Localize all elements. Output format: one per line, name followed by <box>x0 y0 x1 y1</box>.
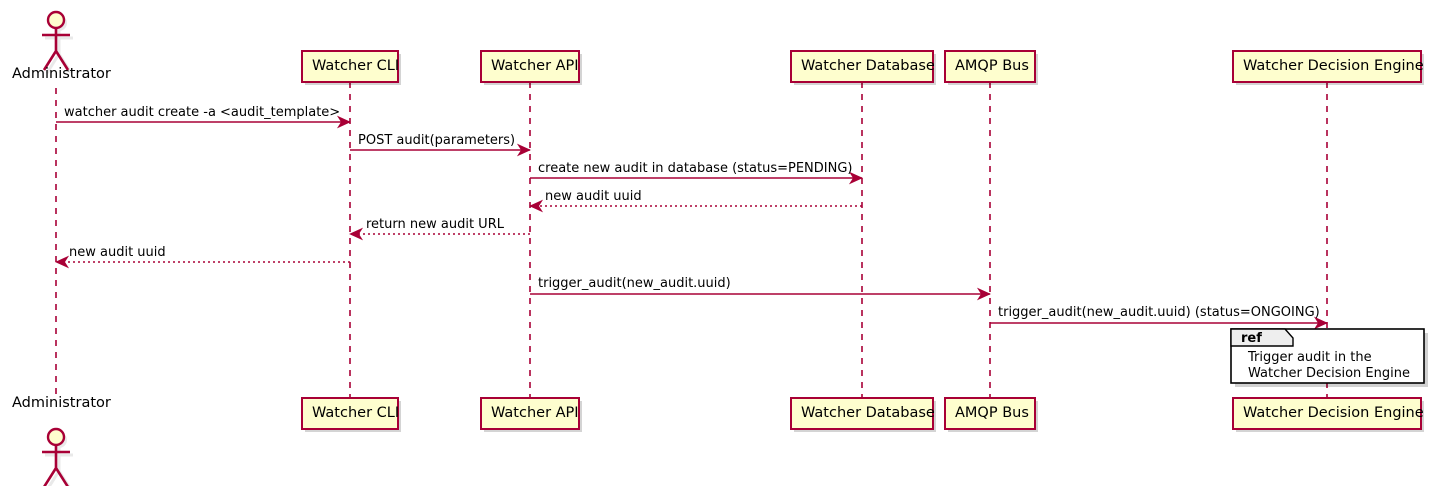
participant-box-top-amqp <box>944 50 1036 83</box>
participant-box-bottom-api <box>480 397 580 430</box>
ref-fragment-line-0: Trigger audit in the <box>1248 350 1372 365</box>
actor-figure <box>42 10 73 74</box>
participant-label-bottom-cli: Watcher CLI <box>312 405 400 421</box>
actor-body <box>42 445 70 486</box>
message-label-3: create new audit in database (status=PEN… <box>538 161 853 176</box>
participant-box-bottom-engine <box>1232 397 1422 430</box>
message-8 <box>990 316 1328 330</box>
message-4 <box>529 199 862 213</box>
participant-label-bottom-admin: Administrator <box>12 395 111 411</box>
message-2 <box>350 143 531 157</box>
message-7 <box>530 287 991 301</box>
ref-fragment-title: ref <box>1241 331 1262 346</box>
message-arrowhead-4 <box>529 199 544 213</box>
message-label-8: trigger_audit(new_audit.uuid) (status=ON… <box>998 305 1320 320</box>
message-arrowhead-1 <box>336 115 351 129</box>
participant-label-bottom-api: Watcher API <box>491 405 579 421</box>
participant-label-bottom-db: Watcher Database <box>801 405 935 421</box>
message-arrowhead-2 <box>516 143 531 157</box>
message-label-4: new audit uuid <box>545 189 642 204</box>
ref-fragment-line-1: Watcher Decision Engine <box>1248 366 1410 381</box>
message-arrowhead-7 <box>976 287 991 301</box>
participant-label-top-engine: Watcher Decision Engine <box>1243 58 1424 74</box>
actor-figure <box>42 427 73 486</box>
message-5 <box>349 227 530 241</box>
participant-label-top-admin: Administrator <box>12 66 111 82</box>
participant-box-top-db <box>790 50 934 83</box>
message-arrowhead-6 <box>55 255 70 269</box>
participant-label-top-api: Watcher API <box>491 58 579 74</box>
message-label-1: watcher audit create -a <audit_template> <box>64 105 341 120</box>
participant-label-top-db: Watcher Database <box>801 58 935 74</box>
message-1 <box>56 115 351 129</box>
participant-box-bottom-cli <box>301 397 399 430</box>
actor-head <box>46 10 66 30</box>
participant-box-top-engine <box>1232 50 1422 83</box>
actor-body-shadow <box>45 448 73 486</box>
participant-box-top-cli <box>301 50 399 83</box>
actor-head <box>46 427 66 447</box>
participant-box-bottom-db <box>790 397 934 430</box>
ref-fragment <box>1230 328 1428 387</box>
participant-label-top-cli: Watcher CLI <box>312 58 400 74</box>
participant-label-top-amqp: AMQP Bus <box>955 58 1029 74</box>
message-arrowhead-3 <box>848 171 863 185</box>
message-arrowhead-8 <box>1313 316 1328 330</box>
message-label-2: POST audit(parameters) <box>358 133 516 148</box>
message-label-7: trigger_audit(new_audit.uuid) <box>538 276 731 291</box>
participant-box-top-api <box>480 50 580 83</box>
actor-body-shadow <box>45 31 73 74</box>
ref-fragment-header <box>1230 328 1294 347</box>
participant-label-bottom-engine: Watcher Decision Engine <box>1243 405 1424 421</box>
message-label-5: return new audit URL <box>366 217 504 232</box>
participant-box-bottom-amqp <box>944 397 1036 430</box>
message-3 <box>530 171 863 185</box>
participant-label-bottom-amqp: AMQP Bus <box>955 405 1029 421</box>
message-label-6: new audit uuid <box>69 245 166 260</box>
message-arrowhead-5 <box>349 227 364 241</box>
message-6 <box>55 255 350 269</box>
actor-body <box>42 28 70 71</box>
